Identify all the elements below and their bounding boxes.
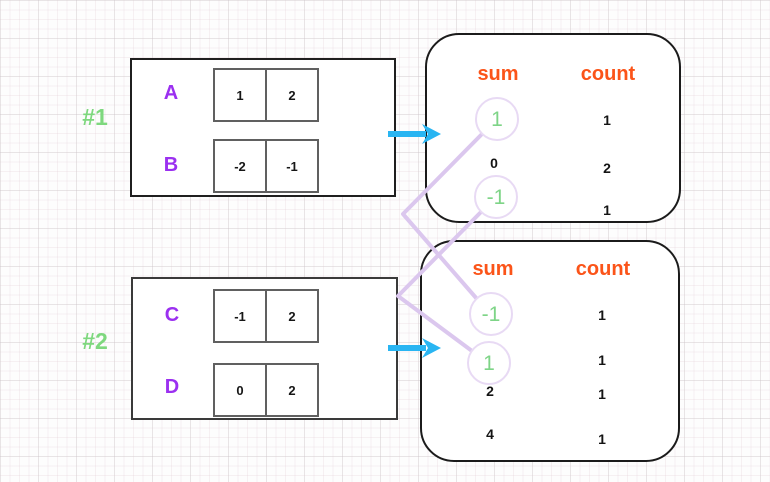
example1-label: #1: [82, 104, 108, 130]
highlighted-sum-value: 1: [491, 108, 503, 131]
example1-array-panel: A 1 2 B -2 -1: [130, 58, 396, 197]
array-c-cells: -1 2: [213, 289, 319, 343]
array-a-cells: 1 2: [213, 68, 319, 122]
count-value: 1: [603, 112, 611, 128]
example2-array-panel: C -1 2 D 0 2: [131, 277, 398, 420]
highlighted-sum-value: -1: [481, 303, 501, 326]
sum-header: sum: [472, 258, 514, 280]
array-cell: 2: [265, 68, 319, 122]
sum-value: 2: [486, 383, 494, 399]
example1-sum-table: sum count 1 0 2 1: [425, 33, 681, 223]
array-cell: 2: [265, 289, 319, 343]
sum-value: 4: [486, 426, 494, 442]
array-d-cells: 0 2: [213, 363, 319, 417]
example2-label: #2: [82, 328, 108, 354]
array-cell: 1: [213, 68, 267, 122]
array-a-name: A: [163, 82, 179, 104]
highlighted-sum-value: 1: [483, 352, 495, 375]
count-value: 1: [598, 307, 606, 323]
count-value: 1: [598, 386, 606, 402]
array-cell: -1: [265, 139, 319, 193]
example2-sum-table: sum count 1 1 2 1 4 1: [420, 240, 680, 462]
sum-header: sum: [477, 63, 519, 85]
count-value: 1: [598, 352, 606, 368]
count-header: count: [580, 63, 636, 85]
array-c-name: C: [164, 304, 180, 326]
array-b-cells: -2 -1: [213, 139, 319, 193]
array-cell: 0: [213, 363, 267, 417]
array-cell: -1: [213, 289, 267, 343]
array-cell: 2: [265, 363, 319, 417]
count-value: 2: [603, 160, 611, 176]
count-value: 1: [598, 431, 606, 447]
array-b-name: B: [163, 154, 179, 176]
array-cell: -2: [213, 139, 267, 193]
count-header: count: [575, 258, 631, 280]
array-d-name: D: [164, 376, 180, 398]
sum-value: 0: [490, 155, 498, 171]
count-value: 1: [603, 202, 611, 218]
highlighted-sum-value: -1: [486, 186, 506, 209]
